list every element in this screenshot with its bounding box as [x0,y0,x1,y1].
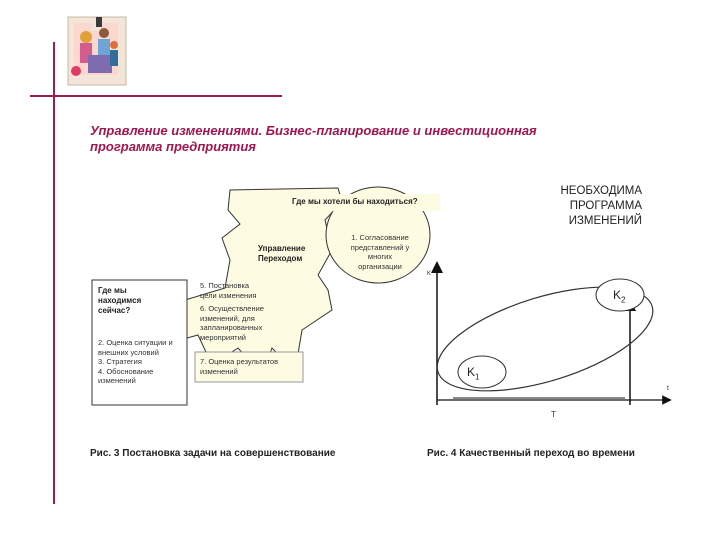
circle-line: организации [358,261,402,271]
where-line-2: находимся [98,296,142,305]
vertical-accent-line [53,42,55,504]
k1-label: K1 [467,365,479,381]
middle-item: запланированных [200,323,263,332]
left-box-items: 2. Оценка ситуации и внешних условий 3. … [98,338,173,386]
need-line-3: ИЗМЕНЕНИЙ [568,215,642,227]
need-line-2: ПРОГРАММА [569,200,642,212]
want-question: Где мы хотели бы находиться? [292,197,418,206]
figure-3-caption: Рис. 3 Постановка задачи на совершенство… [90,448,336,459]
circle-line: многих [367,252,393,261]
left-item: изменений [98,376,136,385]
k-axis-label: K [427,271,432,277]
want-question-box [288,194,440,211]
k2-node [595,278,645,312]
middle-items: 5. Постановка цели изменения 6. Осуществ… [200,281,264,342]
mgmt-line-2: Переходом [258,254,303,263]
title-line-1: Управление изменениями. Бизнес-планирова… [90,123,537,138]
t-axis-label: t [667,385,669,392]
where-now-question: Где мы находимся сейчас? [98,286,141,316]
figure-4-diagram [431,261,672,405]
k2-letter: K [613,288,622,302]
circle-line: представлений у [350,242,410,252]
bottom-items: 7. Оценка результатов изменений [200,357,278,376]
middle-item: 6. Осуществление [200,304,264,313]
k2-subscript: 2 [621,295,626,305]
circle-text: 1. Согласование представлений у многих о… [340,233,420,271]
left-item: 4. Обоснование [98,366,154,376]
left-item: внешних условий [98,347,159,357]
figure-4-caption: Рис. 4 Качественный переход во времени [427,448,635,459]
where-line-3: сейчас? [98,306,131,315]
transition-management-label: Управление Переходом [258,244,305,264]
middle-item: цели изменения [200,290,257,300]
k1-subscript: 1 [475,372,480,382]
evaluation-box [194,351,304,383]
bottom-item: 7. Оценка результатов [200,357,279,366]
where-line-1: Где мы [98,286,127,295]
figure-3-diagram [91,186,440,406]
current-state-box [91,279,188,406]
people-puzzle-logo-icon [67,16,127,86]
horizontal-accent-line [30,95,282,97]
page-title: Управление изменениями. Бизнес-планирова… [90,123,690,155]
middle-item: изменений, для [200,313,255,323]
title-line-2: программа предприятия [90,139,256,154]
middle-item: мероприятий [200,332,246,342]
left-item: 2. Оценка ситуации и [98,338,173,347]
k1-node [457,355,507,389]
program-needed-label: НЕОБХОДИМА ПРОГРАММА ИЗМЕНЕНИЙ [520,184,643,229]
middle-item: 5. Постановка [200,281,250,290]
circle-line: 1. Согласование [351,233,409,242]
need-line-1: НЕОБХОДИМА [560,185,643,197]
left-item: 3. Стратегия [98,357,142,366]
mgmt-line-1: Управление [258,244,306,253]
bottom-item: изменений [200,366,238,376]
t-span-label: T [551,410,556,419]
k2-label: K2 [613,288,625,304]
transition-ellipse [436,286,654,392]
k1-letter: K [467,365,476,379]
